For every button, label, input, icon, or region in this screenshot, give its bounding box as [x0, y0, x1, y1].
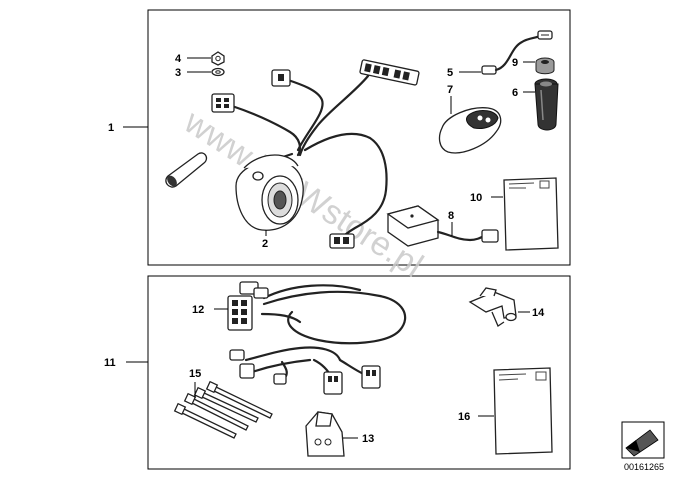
- nut-part-4: [211, 51, 225, 66]
- callout-10: 10: [470, 192, 482, 204]
- callout-5: 5: [447, 67, 453, 79]
- manual-part-16: [493, 367, 553, 455]
- callout-3: 3: [175, 67, 181, 79]
- holder-part-13: [305, 411, 345, 457]
- callout-9: 9: [512, 57, 518, 69]
- callout-15: 15: [189, 368, 201, 380]
- callout-7: 7: [447, 84, 453, 96]
- group-label-1: 1: [108, 122, 114, 134]
- callout-2: 2: [262, 238, 268, 250]
- alarm-wiring-harness: [211, 59, 420, 249]
- callout-8: 8: [448, 210, 454, 222]
- bracket-part-14: [468, 287, 517, 327]
- sleeve-part-6: [534, 78, 559, 131]
- callout-16: 16: [458, 411, 470, 423]
- control-module-part-8: [386, 205, 499, 247]
- callout-13: 13: [362, 433, 374, 445]
- callout-14: 14: [532, 307, 545, 319]
- cable-ties-part-15: [173, 380, 273, 439]
- lower-kit-frame: [147, 275, 571, 470]
- callout-4: 4: [175, 53, 182, 65]
- wiring-harness-part-12: [227, 281, 407, 395]
- grommet-part-9: [535, 57, 555, 75]
- group-label-11: 11: [104, 357, 116, 369]
- direction-arrow-icon: [621, 421, 665, 459]
- protective-cap: [165, 152, 208, 188]
- callout-6: 6: [512, 87, 518, 99]
- diagram-id: 00161265: [624, 462, 664, 472]
- washer-part-3: [211, 67, 225, 77]
- alarm-siren-part-2: [235, 154, 304, 231]
- manual-part-10: [503, 177, 559, 251]
- cable-part-5: [481, 30, 553, 75]
- callout-12: 12: [192, 304, 204, 316]
- upper-kit-frame: [147, 9, 571, 266]
- remote-control-part-7: [438, 107, 502, 154]
